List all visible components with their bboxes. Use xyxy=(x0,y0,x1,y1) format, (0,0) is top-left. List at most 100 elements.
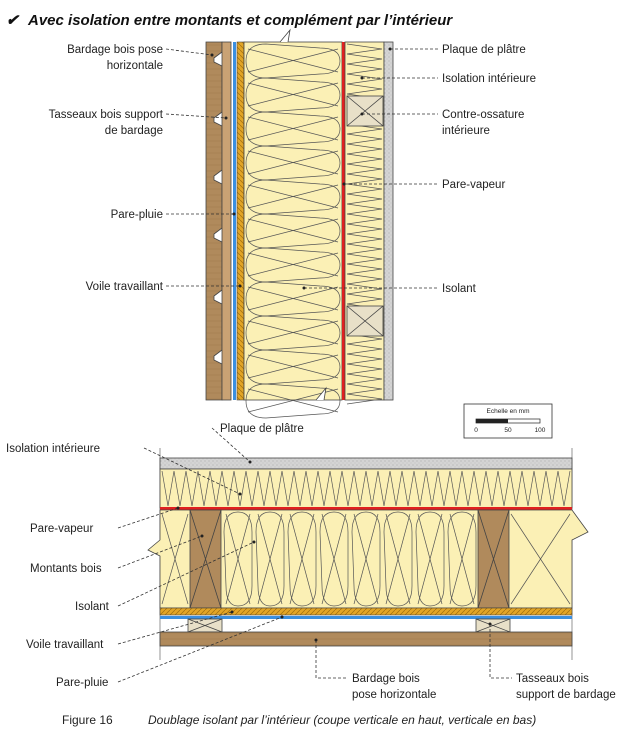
label-bottom-insulation: Isolant xyxy=(75,601,110,613)
scale-bar: Echelle en mm 0 50 100 xyxy=(463,403,553,439)
insulation-stroke xyxy=(245,77,341,113)
insulation-stroke xyxy=(353,513,379,605)
label-bottom-rain-barrier: Pare-pluie xyxy=(56,677,108,689)
insulation-stroke xyxy=(287,511,317,607)
bottom-wall-section xyxy=(147,448,589,660)
label-bottom-cladding-2: pose horizontale xyxy=(352,689,436,701)
insulation-stroke xyxy=(245,281,341,317)
insulation-stroke xyxy=(247,354,339,379)
label-top-rain-barrier: Pare-pluie xyxy=(111,209,163,221)
insulation-stroke xyxy=(247,218,339,243)
bottom-cladding xyxy=(159,631,573,647)
insulation-stroke xyxy=(321,513,347,605)
insulation-stroke xyxy=(449,513,475,605)
leader-bottom-battens xyxy=(489,624,512,679)
leader-dot xyxy=(252,540,256,544)
leader-dot xyxy=(210,53,214,57)
bottom-rain-barrier xyxy=(160,616,572,619)
label-top-plaster: Plaque de plâtre xyxy=(442,44,526,56)
leader-bottom-interior-insulation xyxy=(143,447,241,495)
insulation-stroke xyxy=(245,111,341,147)
heading-check-icon: ✔ xyxy=(6,12,20,29)
figure-number: Figure 16 xyxy=(62,713,113,727)
label-top-battens-2: de bardage xyxy=(105,125,163,137)
leader-dot xyxy=(230,610,234,614)
leader-dot xyxy=(238,284,242,288)
insulation-stroke xyxy=(247,184,339,209)
bottom-sheathing xyxy=(159,607,573,616)
scale-tick-50: 50 xyxy=(504,427,512,434)
figure-heading: Avec isolation entre montants et complém… xyxy=(27,12,453,29)
bottom-interior-insulation xyxy=(159,468,573,509)
bottom-batten-1 xyxy=(187,618,223,633)
bottom-break-mark xyxy=(315,386,327,401)
leader-bottom-rain-barrier xyxy=(117,616,283,683)
insulation-stroke xyxy=(255,511,285,607)
insulation-stroke xyxy=(245,213,341,249)
label-top-insulation: Isolant xyxy=(442,283,477,295)
insulation-stroke xyxy=(417,513,443,605)
leader-dot xyxy=(360,76,364,80)
scale-bar-title: Echelle en mm xyxy=(487,408,530,415)
top-counter-frame-2 xyxy=(346,305,384,337)
insulation-stroke xyxy=(247,286,339,311)
insulation-stroke xyxy=(415,511,445,607)
label-top-battens-1: Tasseaux bois support xyxy=(49,109,164,121)
top-break-mark xyxy=(279,28,291,43)
label-top-cladding-1: Bardage bois pose xyxy=(67,44,163,56)
leader-dot xyxy=(200,534,204,538)
label-bottom-battens-2: support de bardage xyxy=(516,689,616,701)
insulation-stroke xyxy=(247,82,339,107)
bottom-batten-2 xyxy=(475,618,511,633)
insulation-stroke xyxy=(245,349,341,385)
insulation-stroke xyxy=(319,511,349,607)
leader-dot xyxy=(360,112,364,116)
label-bottom-battens-1: Tasseaux bois xyxy=(516,673,589,685)
bottom-vapour-barrier xyxy=(160,507,572,510)
bottom-insulation-waves xyxy=(161,511,571,607)
figure-caption: Doublage isolant par l’intérieur (coupe … xyxy=(148,713,536,727)
bottom-plasterboard xyxy=(159,457,573,470)
leader-bottom-cladding xyxy=(315,640,346,679)
leader-dot xyxy=(488,622,492,626)
scale-tick-100: 100 xyxy=(535,427,546,434)
insulation-stroke xyxy=(247,48,339,73)
label-bottom-interior-insulation: Isolation intérieure xyxy=(6,443,100,455)
leader-dot xyxy=(302,286,306,290)
bottom-stud-2 xyxy=(477,509,510,609)
insulation-stroke xyxy=(247,252,339,277)
leader-dot xyxy=(248,460,252,464)
leader-dot xyxy=(224,116,228,120)
top-battens xyxy=(221,41,232,401)
leader-dot xyxy=(388,47,392,51)
insulation-stroke xyxy=(383,511,413,607)
insulation-stroke xyxy=(289,513,315,605)
insulation-stroke xyxy=(245,247,341,283)
leader-dot xyxy=(176,506,180,510)
insulation-stroke xyxy=(245,383,341,419)
leader-dot xyxy=(342,182,346,186)
label-top-interior-insulation: Isolation intérieure xyxy=(442,73,536,85)
label-bottom-sheathing: Voile travaillant xyxy=(26,639,104,651)
leader-dot xyxy=(238,492,242,496)
insulation-stroke xyxy=(247,116,339,141)
insulation-stroke xyxy=(245,43,341,79)
label-top-sheathing: Voile travaillant xyxy=(86,281,164,293)
leader-bottom-plaster xyxy=(211,427,251,463)
leader-bottom-vapour-barrier xyxy=(117,507,179,529)
insulation-stroke xyxy=(247,320,339,345)
label-bottom-vapour-barrier: Pare-vapeur xyxy=(30,523,93,535)
insulation-stroke xyxy=(447,511,477,607)
insulation-stroke xyxy=(257,513,283,605)
insulation-stroke xyxy=(385,513,411,605)
label-bottom-cladding-1: Bardage bois xyxy=(352,673,420,685)
top-vapour-barrier xyxy=(342,42,345,400)
insulation-stroke xyxy=(245,315,341,351)
insulation-stroke xyxy=(247,150,339,175)
insulation-stroke xyxy=(161,513,189,605)
leader-dot xyxy=(280,615,284,619)
top-counter-frame-1 xyxy=(346,95,384,127)
top-plasterboard xyxy=(383,41,394,401)
insulation-stroke xyxy=(245,145,341,181)
